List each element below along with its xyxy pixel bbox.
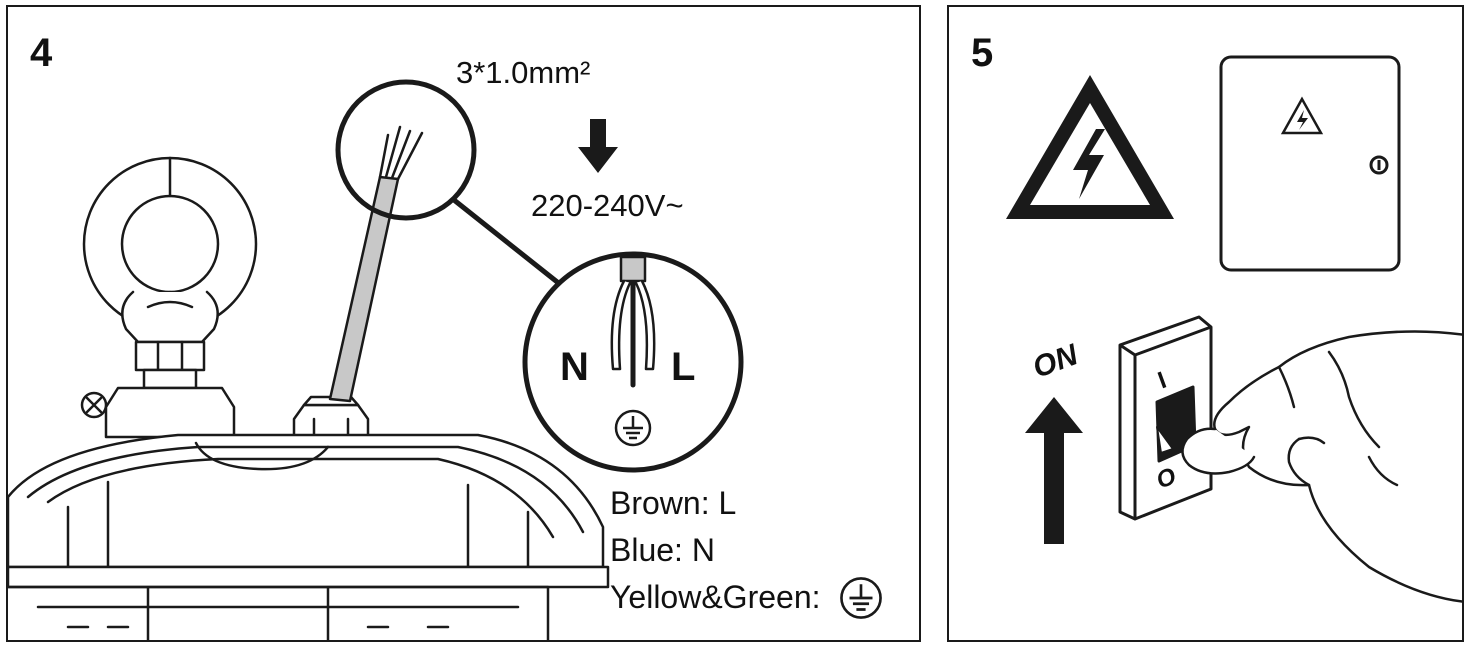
step-4-panel: 4 bbox=[6, 5, 921, 642]
power-cable bbox=[328, 175, 400, 403]
terminal-n-label: N bbox=[560, 345, 589, 389]
eye-bolt bbox=[80, 156, 258, 439]
legend-brown: Brown: L bbox=[610, 485, 737, 521]
up-arrow-icon bbox=[1025, 397, 1083, 544]
ground-icon bbox=[840, 577, 882, 619]
distribution-box bbox=[1219, 55, 1401, 272]
ground-icon bbox=[614, 409, 652, 447]
cable-spec-label: 3*1.0mm² bbox=[456, 55, 591, 90]
cable-gland bbox=[292, 395, 370, 439]
wall-switch bbox=[1118, 315, 1213, 521]
step-number: 4 bbox=[30, 31, 53, 75]
lamp-housing bbox=[8, 433, 610, 640]
cable-magnifier bbox=[335, 79, 477, 221]
fixture-wiring-illustration bbox=[8, 79, 744, 640]
down-arrow-icon bbox=[578, 119, 618, 173]
warning-triangle-icon bbox=[1006, 75, 1174, 219]
voltage-label: 220-240V~ bbox=[531, 188, 684, 223]
step-5-panel: 5 bbox=[947, 5, 1464, 642]
cable-wires bbox=[378, 125, 424, 181]
step-number: 5 bbox=[971, 31, 994, 75]
legend-blue: Blue: N bbox=[610, 532, 715, 568]
legend-yellow-green: Yellow&Green: bbox=[610, 579, 821, 615]
power-switch-illustration bbox=[1006, 55, 1462, 603]
hand bbox=[1181, 330, 1462, 603]
terminal-l-label: L bbox=[671, 345, 696, 389]
